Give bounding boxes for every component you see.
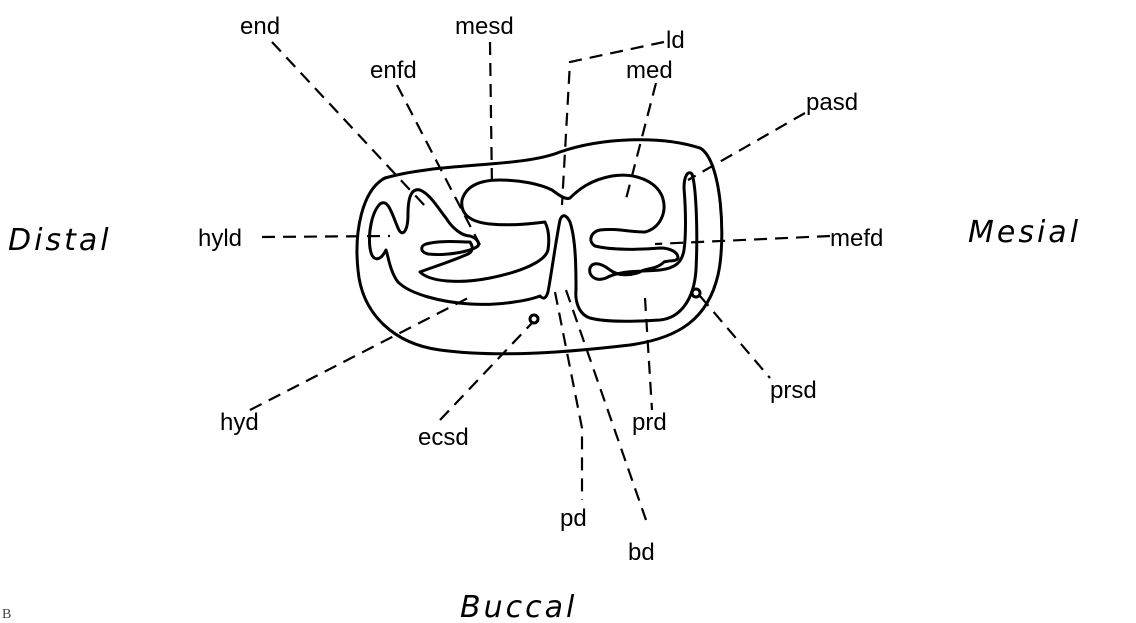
label-mesd: mesd	[455, 13, 514, 40]
mesial-label: Mesial	[968, 215, 1081, 250]
leader-hyld	[262, 236, 390, 237]
label-med: med	[626, 57, 673, 84]
inner-fold-outline	[369, 173, 696, 322]
ecsd-fossette	[530, 315, 538, 323]
label-hyld: hyld	[198, 225, 242, 252]
label-mefd: mefd	[830, 225, 883, 252]
label-bd: bd	[628, 539, 655, 566]
leader-mesd	[490, 42, 492, 188]
label-prsd: prsd	[770, 377, 817, 404]
label-prd: prd	[632, 409, 667, 436]
label-pasd: pasd	[806, 89, 858, 116]
label-ld: ld	[666, 27, 685, 54]
corner-mark: B	[2, 607, 11, 622]
leader-prd	[645, 298, 652, 410]
buccal-label: Buccal	[460, 590, 577, 623]
label-ecsd: ecsd	[418, 424, 469, 451]
label-pd: pd	[560, 505, 587, 532]
leader-ecsd	[440, 323, 532, 420]
leader-prsd	[700, 296, 770, 378]
prsd-fossette	[692, 289, 700, 297]
label-end: end	[240, 13, 280, 40]
crown-outline	[357, 140, 722, 354]
leader-hyd	[250, 298, 468, 410]
label-enfd: enfd	[370, 57, 417, 84]
label-hyd: hyd	[220, 409, 259, 436]
distal-label: Distal	[8, 223, 112, 258]
leader-pd	[555, 292, 582, 500]
leader-pasd	[688, 113, 805, 180]
leader-mefd	[655, 236, 830, 244]
